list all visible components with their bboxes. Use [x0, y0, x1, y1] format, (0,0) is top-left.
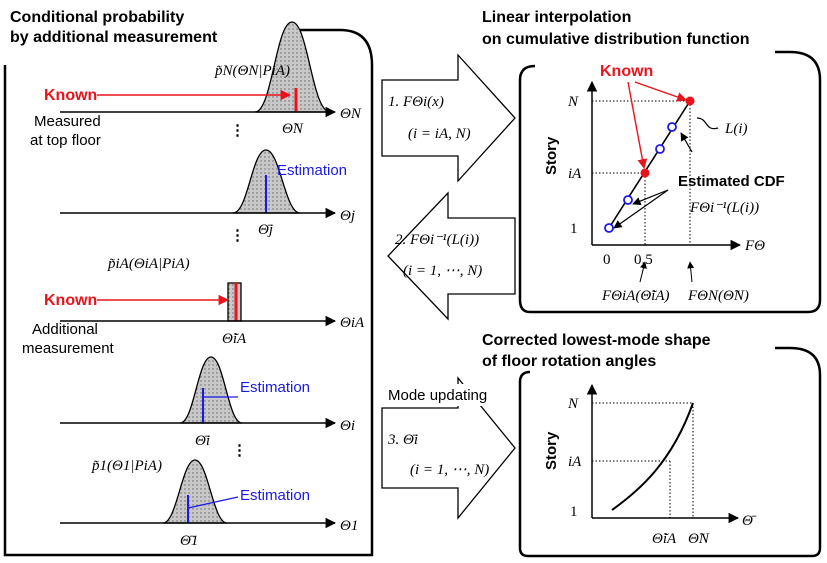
br-y-axis-label: Story — [543, 431, 560, 470]
br-y-tick-1: 1 — [570, 504, 578, 520]
tr-known-label: Known — [600, 63, 653, 80]
br-y-tick-N: N — [567, 396, 579, 412]
br-y-tick-iA: iA — [568, 454, 582, 470]
tr-est-point-4 — [667, 122, 677, 132]
tr-bottom-label-iA: FΘiA(Θ̃iA) — [601, 288, 669, 304]
ia-distribution: p̃iA(ΘiA|PiA) Known Additional measureme… — [22, 256, 365, 357]
one-axis-label: Θ1 — [340, 518, 358, 534]
tr-bottom-arrow-iA — [639, 261, 647, 283]
j-axis-label: Θj — [340, 208, 355, 224]
tr-x-axis-label: FΘ — [744, 238, 765, 254]
top-right-panel: Linear interpolation on cumulative distr… — [482, 9, 822, 314]
left-title-line1: Conditional probability — [10, 9, 184, 26]
tr-y-tick-iA: iA — [568, 166, 582, 182]
top-axis-label: ΘN — [340, 106, 362, 122]
ia-known-label: Known — [44, 292, 97, 309]
ia-additional-line2: measurement — [22, 340, 115, 357]
top-measured-line2: at top floor — [30, 132, 101, 149]
ia-additional-line1: Additional — [32, 321, 98, 338]
br-title-line2: of floor rotation angles — [482, 353, 656, 370]
top-right-frame — [518, 50, 822, 314]
top-dist-curve — [254, 21, 331, 113]
bottom-right-frame — [518, 346, 822, 558]
i-distribution: Estimation Θi Θ̄i — [60, 356, 355, 449]
tr-inverse-arrow-2 — [632, 189, 669, 206]
tr-line-leader — [696, 117, 719, 130]
br-mode-shape-curve — [611, 402, 694, 511]
i-dist-curve — [179, 356, 243, 424]
bottom-right-panel: Corrected lowest-mode shape of floor rot… — [482, 332, 822, 558]
tr-est-point-3 — [655, 144, 665, 154]
tr-title-line1: Linear interpolation — [482, 9, 631, 26]
arrow-step1-shape — [381, 53, 516, 183]
step2-range: (i = 1, ⋯, N) — [403, 263, 482, 279]
arrow-step1: 1. FΘi(x) (i = iA, N) — [381, 53, 516, 183]
ellipsis-2: ⋮ — [230, 227, 245, 244]
one-value-label: Θ̄1 — [180, 533, 198, 549]
tr-interp-line — [608, 100, 691, 229]
ia-axis-label: ΘiA — [340, 315, 365, 331]
step3-formula: 3. Θ̄i — [387, 432, 418, 448]
one-estimation-leader — [187, 496, 239, 509]
top-value-label: Θ̃N — [282, 121, 304, 137]
tr-y-axis-label: Story — [543, 136, 560, 175]
tr-y-tick-N: N — [567, 94, 579, 110]
step1-range: (i = iA, N) — [408, 126, 471, 142]
one-dist-label: p̃1(Θ1|PiA) — [91, 458, 162, 474]
arrow-step2: 2. FΘi⁻¹(L(i)) (i = 1, ⋯, N) — [387, 191, 516, 321]
tr-known-arrow-N — [634, 81, 687, 102]
mode-updating-bg — [386, 384, 518, 406]
j-estimation-label: Estimation — [277, 162, 347, 179]
tr-est-point-2 — [623, 195, 633, 205]
left-panel-frame — [3, 28, 374, 557]
j-distribution: Estimation Θj Θ̄j — [60, 149, 355, 238]
ia-value-label: Θ̃iA — [222, 331, 247, 347]
left-title-line2: by additional measurement — [10, 29, 218, 46]
i-estimation-label: Estimation — [240, 379, 310, 396]
one-distribution: p̃1(Θ1|PiA) Estimation Θ1 Θ̄1 — [60, 458, 358, 549]
tr-bottom-arrow-N — [687, 261, 695, 283]
tr-known-point-N — [685, 96, 695, 106]
tr-x-tick-05: 0.5 — [634, 252, 653, 268]
tr-y-tick-1: 1 — [570, 221, 578, 237]
ia-dist-label: p̃iA(ΘiA|PiA) — [107, 256, 190, 272]
one-dist-curve — [162, 459, 228, 524]
top-floor-distribution: p̃N(ΘN|PiA) Known Measured at top floor … — [30, 21, 362, 149]
tr-bottom-label-N: FΘN(Θ̃N) — [687, 288, 749, 304]
i-value-label: Θ̄i — [195, 433, 210, 449]
arrow-step3: Mode updating 3. Θ̄i (i = 1, ⋯, N) — [381, 376, 518, 520]
top-dist-label: p̃N(ΘN|PiA) — [214, 63, 290, 79]
tr-est-point-1 — [604, 223, 614, 233]
tr-known-arrow-iA — [627, 81, 648, 169]
tr-line-label: L(i) — [724, 121, 748, 137]
j-value-label: Θ̄j — [258, 222, 273, 238]
tr-cdf-arrow — [680, 132, 693, 153]
step1-formula: 1. FΘi(x) — [388, 94, 444, 110]
tr-x-tick-0: 0 — [603, 252, 611, 268]
ellipsis-1: ⋮ — [230, 122, 245, 139]
tr-inverse-arrow-1 — [613, 189, 669, 229]
br-x-tick-iA: Θ̃iA — [652, 531, 677, 547]
top-measured-line1: Measured — [34, 113, 101, 130]
br-x-tick-N: Θ̃N — [688, 531, 710, 547]
arrow-step2-shape — [387, 191, 516, 321]
step2-formula: 2. FΘi⁻¹(L(i)) — [395, 232, 479, 248]
tr-inverse-label: FΘi⁻¹(L(i)) — [689, 200, 759, 216]
i-axis-label: Θi — [340, 418, 355, 434]
br-x-axis-label: Θ̄ — [742, 513, 757, 529]
top-known-label: Known — [44, 87, 97, 104]
ellipsis-3: ⋮ — [232, 442, 247, 459]
tr-known-point-iA — [640, 168, 650, 178]
step3-range: (i = 1, ⋯, N) — [410, 462, 489, 478]
tr-title-line2: on cumulative distribution function — [482, 31, 750, 48]
br-title-line1: Corrected lowest-mode shape — [482, 332, 711, 349]
one-estimation-label: Estimation — [240, 487, 310, 504]
left-panel: Conditional probability by additional me… — [3, 9, 374, 557]
mode-updating-label: Mode updating — [388, 387, 487, 404]
tr-estimated-cdf: Estimated CDF — [678, 173, 785, 190]
